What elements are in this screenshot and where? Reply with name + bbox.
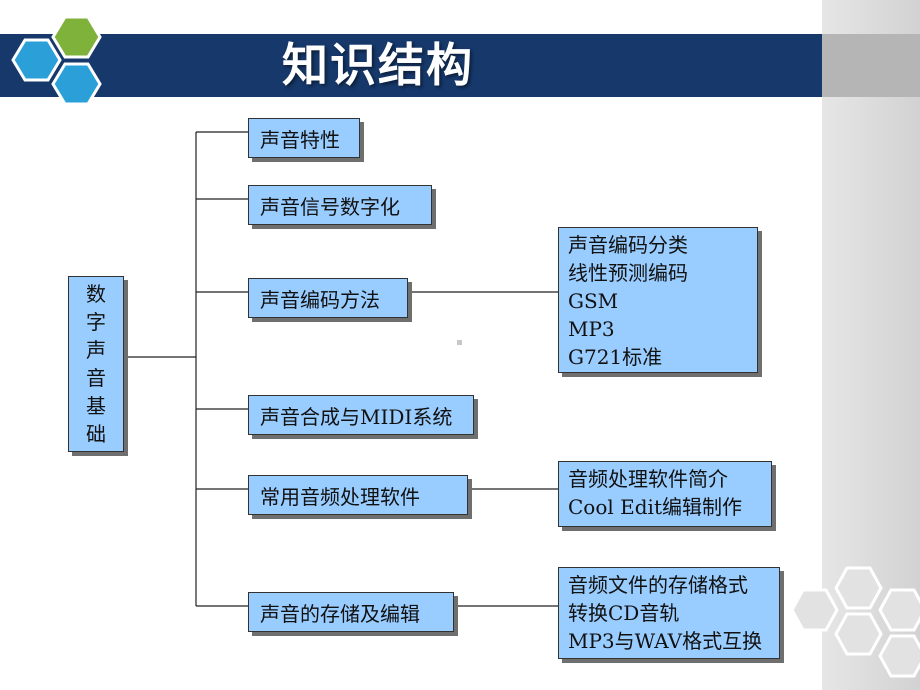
title-bar-right-block	[822, 34, 920, 97]
root-char: 音	[86, 366, 106, 390]
branch-node-digitization: 声音信号数字化	[248, 185, 432, 225]
branch-label: 声音合成与MIDI系统	[260, 404, 453, 429]
detail-item: 线性预测编码	[568, 261, 688, 285]
detail-item: 音频文件的存储格式	[568, 573, 748, 597]
root-char: 字	[86, 310, 106, 334]
branch-label: 声音的存储及编辑	[260, 601, 420, 626]
detail-item: 转换CD音轨	[568, 601, 680, 625]
detail-item: 音频处理软件简介	[568, 467, 728, 491]
detail-item: MP3与WAV格式互换	[568, 629, 763, 653]
branch-node-audio-software: 常用音频处理软件	[248, 475, 468, 515]
detail-node-coding-methods: 声音编码分类 线性预测编码 GSM MP3 G721标准	[558, 227, 758, 373]
root-char: 数	[86, 282, 106, 306]
top-band	[0, 0, 822, 34]
detail-item: MP3	[568, 317, 615, 341]
branch-label: 声音特性	[260, 127, 340, 152]
tree-connectors	[124, 131, 558, 607]
detail-node-storage-editing: 音频文件的存储格式 转换CD音轨 MP3与WAV格式互换	[558, 567, 780, 659]
branch-label: 声音信号数字化	[260, 194, 400, 219]
branch-node-midi: 声音合成与MIDI系统	[248, 395, 474, 435]
branch-node-sound-properties: 声音特性	[248, 118, 360, 158]
root-char: 础	[86, 422, 106, 446]
branch-node-storage-editing: 声音的存储及编辑	[248, 592, 454, 632]
detail-item: GSM	[568, 289, 619, 313]
root-char: 声	[86, 338, 106, 362]
center-dot	[457, 340, 462, 345]
hexagon-watermark-icon	[790, 566, 920, 678]
root-char: 基	[86, 394, 106, 418]
detail-item: Cool Edit编辑制作	[568, 495, 742, 519]
branch-label: 常用音频处理软件	[260, 484, 420, 509]
root-node: 数 字 声 音 基 础	[68, 276, 124, 452]
detail-item: G721标准	[568, 345, 663, 369]
branch-node-coding-methods: 声音编码方法	[248, 278, 408, 318]
hexagon-logo-icon	[11, 15, 102, 106]
title-bar	[0, 34, 822, 97]
page-title: 知识结构	[282, 38, 474, 92]
detail-item: 声音编码分类	[568, 233, 688, 257]
detail-node-audio-software: 音频处理软件简介 Cool Edit编辑制作	[558, 461, 772, 527]
branch-label: 声音编码方法	[260, 287, 380, 312]
